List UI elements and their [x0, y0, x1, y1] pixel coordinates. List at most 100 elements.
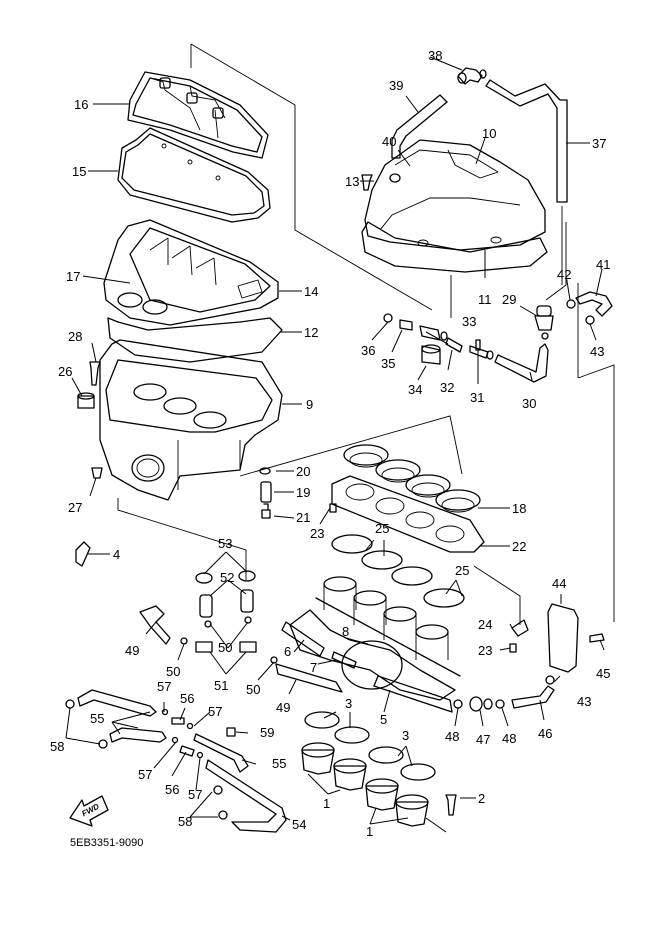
callout-9: 9 [306, 397, 313, 412]
callout-58: 58 [178, 814, 192, 829]
part-27-grommet [91, 467, 103, 479]
part-15-filter-element [117, 127, 271, 223]
part-38-elbow [457, 67, 487, 85]
callout-50: 50 [218, 640, 232, 655]
part-41-hose [575, 291, 613, 317]
part-54-hose [205, 759, 287, 833]
callout-8: 8 [342, 624, 349, 639]
part-49-hose-upper [139, 605, 171, 645]
part-55-hose-right [193, 733, 249, 773]
part-32-pipe [445, 337, 463, 353]
callout-59: 59 [260, 725, 274, 740]
callout-labels-positioned: 1123356781011131819202122232324252529303… [50, 48, 610, 849]
callout-50: 50 [246, 682, 260, 697]
callout-3: 3 [402, 728, 409, 743]
callout-52: 52 [220, 570, 234, 585]
part-58-caps-right [213, 785, 228, 820]
callout-17: 17 [66, 269, 80, 284]
part-55-hose-left [77, 689, 167, 743]
callout-41: 41 [596, 257, 610, 272]
callout-20: 20 [296, 464, 310, 479]
callout-31: 31 [470, 390, 484, 405]
part-code-label: 5EB3351-9090 [70, 837, 143, 849]
part-2-bolt [445, 794, 457, 816]
part-22-plate [331, 475, 485, 553]
part-40-grommet [389, 173, 401, 183]
callout-40: 40 [382, 134, 396, 149]
part-18-joints [343, 444, 481, 513]
part-12-seal [107, 317, 283, 363]
part-51-t-fittings [195, 641, 257, 653]
callout-24: 24 [478, 617, 492, 632]
callout-16: 16 [74, 97, 88, 112]
callout-50: 50 [166, 664, 180, 679]
part-3-clamps [304, 711, 436, 781]
callout-56: 56 [165, 782, 179, 797]
callout-39: 39 [389, 78, 403, 93]
callout-35: 35 [381, 356, 395, 371]
callout-34: 34 [408, 382, 422, 397]
part-31-t-joint [469, 339, 494, 360]
callout-25: 25 [455, 563, 469, 578]
callout-6: 6 [284, 644, 291, 659]
callout-48: 48 [445, 729, 459, 744]
part-48-clips [453, 699, 505, 709]
callout-15: 15 [72, 164, 86, 179]
part-10-case-cover [364, 139, 546, 251]
part-6-hose [281, 621, 325, 657]
callout-57: 57 [188, 787, 202, 802]
callout-53: 53 [218, 536, 232, 551]
callout-48: 48 [502, 731, 516, 746]
callout-22: 22 [512, 539, 526, 554]
callout-55: 55 [272, 756, 286, 771]
callout-25: 25 [375, 521, 389, 536]
callout-54: 54 [292, 817, 306, 832]
callout-32: 32 [440, 380, 454, 395]
part-43-clip-lower [545, 675, 555, 685]
callout-13: 13 [345, 174, 359, 189]
callout-51: 51 [214, 678, 228, 693]
part-4-bracket [75, 541, 91, 567]
part-29-fitting [534, 305, 554, 340]
callout-46: 46 [538, 726, 552, 741]
callout-3: 3 [345, 696, 352, 711]
callout-18: 18 [512, 501, 526, 516]
callout-labels: 16 15 17 14 12 9 28 26 27 4 [58, 97, 318, 562]
callout-23: 23 [310, 526, 324, 541]
callout-37: 37 [592, 136, 606, 151]
part-19-collar [260, 481, 272, 503]
callout-56: 56 [180, 691, 194, 706]
callout-14: 14 [304, 284, 318, 299]
callout-21: 21 [296, 510, 310, 525]
part-35-sleeve [399, 319, 413, 331]
callout-43: 43 [577, 694, 591, 709]
part-11-case-gasket [361, 221, 548, 273]
part-5-hose [373, 675, 453, 713]
callout-57: 57 [208, 704, 222, 719]
part-57-clips [161, 708, 204, 759]
callout-38: 38 [428, 48, 442, 63]
part-33-valve [419, 325, 448, 341]
part-20-washer [259, 467, 271, 475]
callout-1: 1 [323, 796, 330, 811]
assembly-guide-lines [117, 43, 615, 625]
callout-36: 36 [361, 343, 375, 358]
part-46-hose [511, 685, 555, 709]
callout-1: 1 [366, 824, 373, 839]
callout-57: 57 [138, 767, 152, 782]
part-34-cap [421, 344, 441, 365]
part-8-carburetor-assembly [289, 576, 461, 701]
part-42-clip [566, 299, 576, 309]
callout-12: 12 [304, 325, 318, 340]
part-49-hose-lower [275, 663, 343, 693]
part-52-pipes [199, 589, 254, 618]
callout-49: 49 [125, 643, 139, 658]
callout-26: 26 [58, 364, 72, 379]
part-44-canister [547, 603, 579, 673]
part-39-hose [391, 94, 448, 159]
callout-7: 7 [310, 660, 317, 675]
part-45-screw [589, 633, 605, 643]
callout-49: 49 [276, 700, 290, 715]
callout-44: 44 [552, 576, 566, 591]
callout-42: 42 [557, 267, 571, 282]
